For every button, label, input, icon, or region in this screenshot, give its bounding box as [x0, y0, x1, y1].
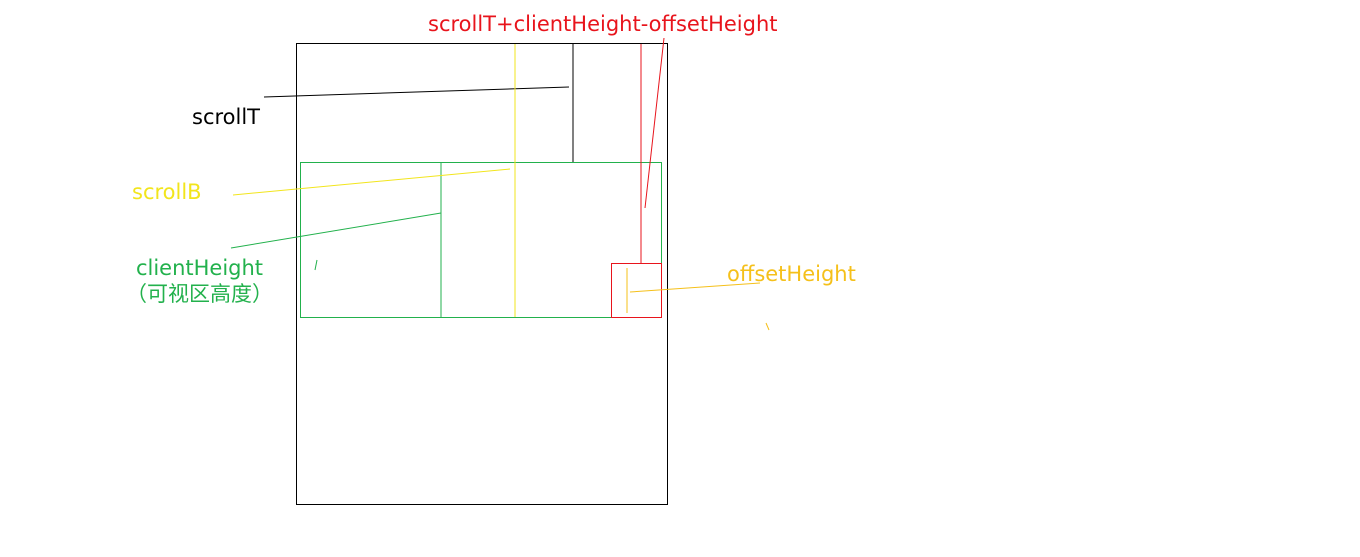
client-height-label: clientHeight — [135, 256, 264, 280]
client-height-label-group: clientHeight （可视区高度） — [126, 255, 273, 307]
stray-mark — [765, 322, 770, 331]
client-height-pointer — [230, 212, 442, 249]
offset-height-pointer — [629, 282, 761, 293]
client-area-box — [300, 162, 662, 318]
client-area-tick — [314, 259, 318, 271]
offset-height-label: offsetHeight — [727, 262, 856, 286]
client-height-note: （可视区高度） — [126, 282, 273, 306]
scroll-bottom-pointer — [232, 168, 511, 196]
scroll-bottom-label: scrollB — [132, 180, 202, 204]
document-outline — [296, 43, 668, 505]
element-box — [611, 263, 662, 318]
scroll-top-pointer — [263, 86, 570, 98]
formula-label: scrollT+clientHeight-offsetHeight — [428, 12, 778, 36]
scroll-top-label: scrollT — [192, 105, 261, 129]
formula-pointer — [644, 37, 665, 209]
